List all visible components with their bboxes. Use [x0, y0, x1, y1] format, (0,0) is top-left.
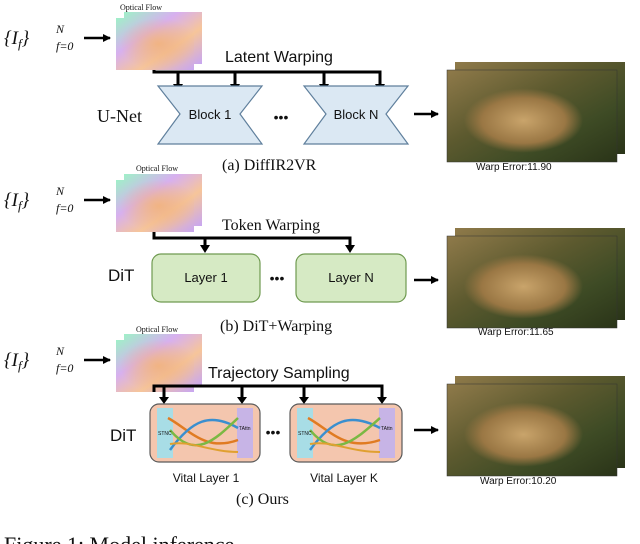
backbone-label: DiT: [110, 426, 136, 445]
vital-layer-k: STNC TAttn: [289, 403, 403, 463]
stnc-block: [297, 408, 313, 458]
svg-text:{If}: {If}: [4, 190, 30, 213]
block-label: Block 1: [189, 107, 232, 122]
stnc-label: STNC: [298, 431, 312, 437]
input-frames-label: {If} N f=0: [4, 184, 73, 215]
output-frames: [446, 62, 625, 163]
unet-block-n: [302, 85, 410, 145]
warping-connector: [152, 232, 352, 246]
warp-error: Warp Error:11.65: [478, 327, 554, 338]
vital-layer-label: Vital Layer 1: [173, 471, 240, 485]
panel-b: {If} N f=0 Optical Flow Token Warping Di…: [4, 164, 625, 338]
warp-error: Warp Error:11.90: [476, 162, 552, 173]
svg-text:f=0: f=0: [56, 39, 73, 53]
svg-text:N: N: [55, 344, 65, 358]
ellipsis: •••: [266, 424, 281, 440]
ellipsis: •••: [270, 270, 285, 286]
warping-connector: [152, 70, 382, 85]
svg-text:N: N: [55, 22, 65, 36]
tattn-block: [237, 408, 253, 458]
optical-flow-image: [116, 12, 202, 70]
input-frames-label: {If} N f=0: [4, 344, 73, 375]
sampling-connector: [152, 384, 384, 398]
dit-layer-n: [295, 253, 407, 303]
svg-text:{If}: {If}: [4, 350, 30, 373]
stnc-block: [157, 408, 173, 458]
optical-flow-image: [116, 174, 202, 232]
output-frames: [446, 228, 625, 329]
svg-text:{If}: {If}: [4, 28, 30, 51]
tattn-label: TAttn: [239, 426, 251, 432]
block-label: Block N: [334, 107, 379, 122]
optical-flow-label: Optical Flow: [120, 3, 162, 12]
panel-caption: (c) Ours: [236, 491, 289, 508]
optical-flow-image: [116, 334, 202, 392]
layer-label: Layer 1: [184, 270, 227, 285]
vital-layer-1: STNC TAttn: [149, 403, 261, 463]
panel-a: {If} N f=0 Optical Flow Latent Warping U…: [4, 3, 625, 174]
vital-layer-label: Vital Layer K: [310, 471, 378, 485]
figure-caption: Figure 1: Model inference...: [4, 532, 251, 544]
optical-flow-label: Optical Flow: [136, 164, 178, 173]
operation-label: Token Warping: [222, 217, 320, 234]
panel-c: {If} N f=0 Optical Flow Trajectory Sampl…: [4, 325, 625, 508]
stnc-label: STNC: [158, 431, 172, 437]
panel-caption: (a) DiffIR2VR: [222, 157, 317, 174]
svg-text:f=0: f=0: [56, 361, 73, 375]
optical-flow-label: Optical Flow: [136, 325, 178, 334]
svg-text:f=0: f=0: [56, 201, 73, 215]
operation-label: Latent Warping: [225, 49, 333, 66]
tattn-block: [379, 408, 395, 458]
unet-block-1: [156, 85, 264, 145]
backbone-label: DiT: [108, 266, 134, 285]
tattn-label: TAttn: [381, 426, 393, 432]
warp-error: Warp Error:10.20: [480, 476, 557, 487]
operation-label: Trajectory Sampling: [208, 365, 350, 382]
panel-caption: (b) DiT+Warping: [220, 318, 332, 335]
dit-layer-1: [151, 253, 261, 303]
input-frames-label: {If} N f=0: [4, 22, 73, 53]
output-frames: [446, 376, 625, 477]
layer-label: Layer N: [328, 270, 374, 285]
svg-text:N: N: [55, 184, 65, 198]
ellipsis: •••: [274, 109, 289, 125]
backbone-label: U-Net: [97, 106, 142, 126]
